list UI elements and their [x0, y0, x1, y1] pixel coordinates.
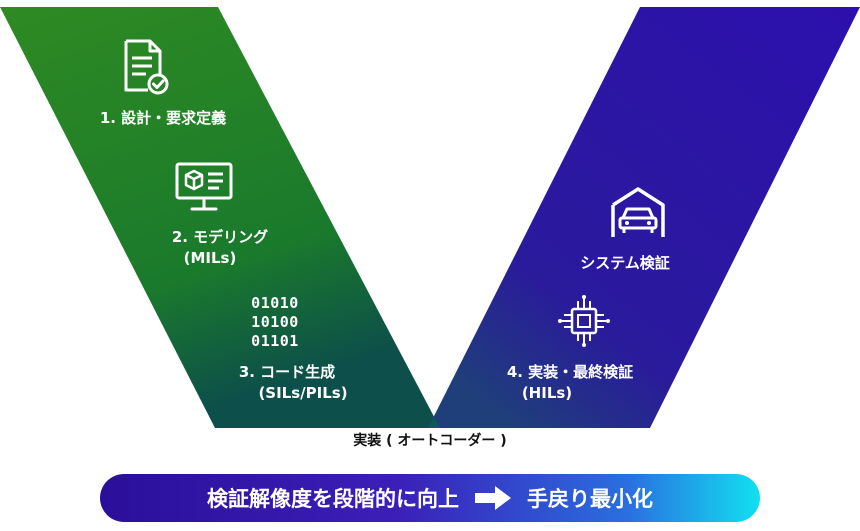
- arrow-right-icon: [473, 485, 513, 511]
- binary-line: 01101: [251, 332, 299, 350]
- step3-label: 3. コード生成: [238, 363, 336, 381]
- banner-right-text: 手戻り最小化: [527, 487, 653, 511]
- system-test-label: システム検証: [580, 254, 670, 272]
- document-check-icon: [120, 38, 172, 100]
- banner-left-text: 検証解像度を段階的に向上: [207, 487, 459, 511]
- step4-label: 4. 実装・最終検証: [506, 363, 634, 381]
- step1-label: 1. 設計・要求定義: [99, 109, 227, 127]
- summary-banner: 検証解像度を段階的に向上 手戻り最小化: [100, 474, 760, 522]
- v-junction: [428, 418, 440, 428]
- binary-code-block: 01010 10100 01101: [238, 294, 312, 351]
- step2-label: 2. モデリング: [171, 228, 269, 246]
- step4-sublabel: (HILs): [521, 384, 573, 402]
- monitor-model-icon: [173, 160, 235, 218]
- step3-sublabel: (SILs/PILs): [258, 384, 348, 402]
- implementation-label: 実装 ( オートコーダー ): [353, 433, 507, 449]
- step2-sublabel: (MILs): [183, 249, 237, 267]
- chip-icon: [556, 293, 612, 353]
- binary-line: 01010: [251, 294, 299, 312]
- left-arm-shape: [0, 7, 440, 428]
- car-garage-icon: [608, 183, 668, 245]
- binary-line: 10100: [251, 313, 299, 331]
